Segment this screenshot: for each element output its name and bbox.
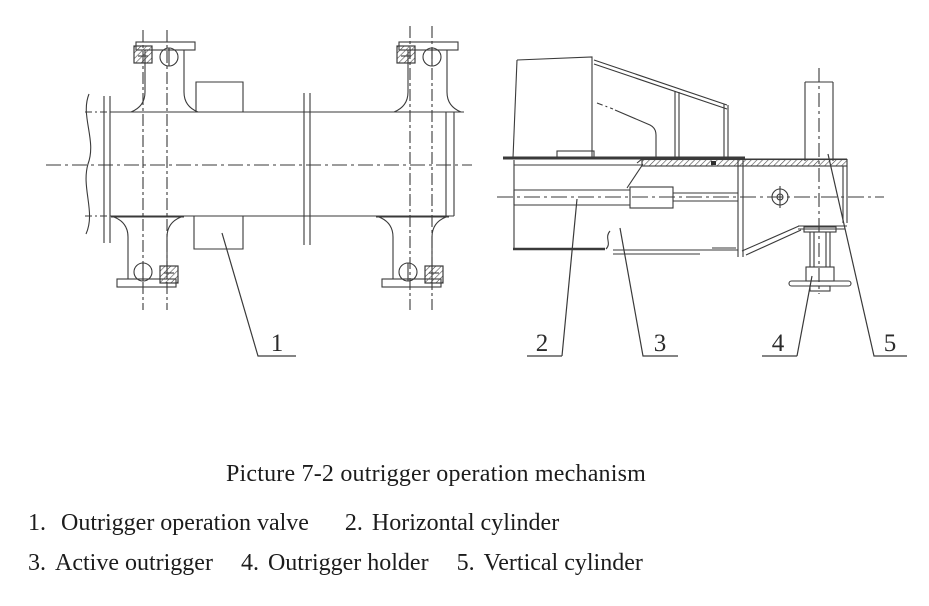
callout-number-4: 4 (772, 330, 785, 357)
outrigger-mechanism-drawing (497, 56, 884, 294)
frame-bracket (503, 56, 745, 160)
spool-tower-top-right (390, 41, 465, 113)
cylinder-rod-pin (771, 186, 789, 208)
legend-item-4-label: Outrigger holder (267, 550, 429, 576)
break-line (85, 93, 92, 235)
legend-item-1: 1. Outrigger operation valve (28, 510, 309, 537)
legend-item-2: 2. Horizontal cylinder (345, 510, 559, 537)
callout-number-3: 3 (654, 330, 667, 357)
leader-line-4 (762, 275, 813, 357)
spool-tower-bottom-left (110, 216, 185, 288)
leader-line-1 (221, 232, 296, 357)
legend-item-1-number: 1. (28, 510, 46, 536)
callout-number-1: 1 (271, 330, 284, 357)
valve-bottom-block (193, 216, 244, 250)
beam-end-plate (737, 160, 744, 257)
legend-item-4: 4. Outrigger holder (241, 550, 429, 577)
callout-number-5: 5 (884, 330, 897, 357)
holder-top-plate (636, 158, 848, 167)
outrigger-holder (741, 166, 848, 256)
active-outrigger-beam (513, 160, 738, 255)
flange-lines (103, 93, 311, 245)
legend-item-5: 5. Vertical cylinder (457, 550, 643, 577)
spool-tower-bottom-right (375, 216, 450, 288)
legend-item-5-number: 5. (456, 550, 475, 576)
leader-line-5 (827, 153, 907, 357)
horizontal-cylinder (497, 163, 884, 209)
leader-line-3 (619, 227, 678, 357)
callout-numbers: 1 2 3 4 5 (271, 330, 897, 357)
legend-item-2-number: 2. (344, 510, 363, 536)
figure-caption: Picture 7-2 outrigger operation mechanis… (225, 461, 647, 487)
spool-centerlines (142, 26, 433, 310)
outrigger-foot (788, 226, 852, 292)
legend-item-3-label: Active outrigger (55, 550, 213, 576)
valve-top-block (195, 81, 244, 112)
spool-tower-top-left (127, 41, 202, 113)
figure-legend: 1. Outrigger operation valve 2. Horizontal… (28, 510, 643, 577)
valve-body-right-end (445, 111, 455, 217)
legend-item-3: 3. Active outrigger (28, 550, 213, 577)
legend-item-1-label: Outrigger operation valve (61, 510, 309, 536)
legend-item-4-number: 4. (240, 550, 259, 576)
leader-line-2 (527, 198, 578, 357)
valve-assembly-drawing (46, 26, 472, 310)
legend-item-3-number: 3. (28, 550, 46, 576)
legend-row-1: 1. Outrigger operation valve 2. Horizontal… (28, 510, 643, 537)
figure-drawing: 1 2 3 4 5 (46, 26, 907, 357)
legend-row-2: 3. Active outrigger 4. Outrigger holder 5.… (28, 550, 643, 577)
callout-leaders (221, 153, 907, 357)
legend-item-2-label: Horizontal cylinder (371, 510, 560, 536)
vertical-cylinder (804, 68, 834, 294)
body-edge-leadin (85, 111, 110, 217)
callout-number-2: 2 (536, 330, 549, 357)
legend-item-5-label: Vertical cylinder (483, 550, 643, 576)
